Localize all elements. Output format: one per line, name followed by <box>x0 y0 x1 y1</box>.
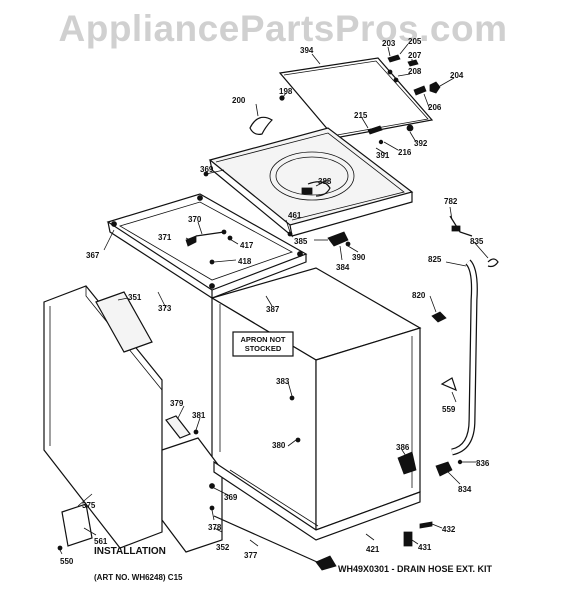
callout-215[interactable]: 215 <box>354 111 368 120</box>
drain-hose-kit-caption: WH49X0301 - DRAIN HOSE EXT. KIT <box>338 564 493 574</box>
callout-204[interactable]: 204 <box>450 71 464 80</box>
callout-431[interactable]: 431 <box>418 543 432 552</box>
callout-369-top[interactable]: 369 <box>200 165 214 174</box>
callout-418[interactable]: 418 <box>238 257 252 266</box>
installation-sheet[interactable] <box>57 503 93 551</box>
callout-387[interactable]: 387 <box>266 305 280 314</box>
callout-371[interactable]: 371 <box>158 233 172 242</box>
callout-373[interactable]: 373 <box>158 304 172 313</box>
callout-381[interactable]: 381 <box>192 411 206 420</box>
callout-421[interactable]: 421 <box>366 545 380 554</box>
apron-note-line-1: APRON NOT <box>241 335 286 344</box>
callout-417[interactable]: 417 <box>240 241 254 250</box>
leveling-rod[interactable] <box>213 515 337 571</box>
lower-front-panel[interactable] <box>161 437 223 553</box>
installation-label: INSTALLATION <box>94 546 166 557</box>
callout-377[interactable]: 377 <box>244 551 258 560</box>
callout-390[interactable]: 390 <box>352 253 366 262</box>
callout-198[interactable]: 198 <box>279 87 293 96</box>
callout-380[interactable]: 380 <box>272 441 286 450</box>
leader-lines <box>59 43 489 555</box>
top-cover[interactable] <box>208 127 414 238</box>
callout-386[interactable]: 386 <box>396 443 410 452</box>
apron-note-line-2: STOCKED <box>245 344 282 353</box>
callout-379[interactable]: 379 <box>170 399 184 408</box>
callout-370[interactable]: 370 <box>188 215 202 224</box>
callout-367[interactable]: 367 <box>86 251 100 260</box>
callout-432[interactable]: 432 <box>442 525 456 534</box>
callout-383[interactable]: 383 <box>276 377 290 386</box>
callout-559[interactable]: 559 <box>442 405 456 414</box>
trim-strip[interactable] <box>165 415 191 439</box>
callout-206[interactable]: 206 <box>428 103 442 112</box>
lid-switch[interactable] <box>301 181 331 197</box>
callout-200[interactable]: 200 <box>232 96 246 105</box>
callout-834[interactable]: 834 <box>458 485 472 494</box>
callout-825[interactable]: 825 <box>428 255 442 264</box>
callout-385[interactable]: 385 <box>294 237 308 246</box>
top-lid[interactable] <box>278 57 434 139</box>
side-insulation[interactable] <box>95 291 153 353</box>
callout-392[interactable]: 392 <box>414 139 428 148</box>
callout-836[interactable]: 836 <box>476 459 490 468</box>
base-frame[interactable] <box>106 193 308 300</box>
callout-369-bottom[interactable]: 369 <box>224 493 238 502</box>
callout-207[interactable]: 207 <box>408 51 422 60</box>
callout-384[interactable]: 384 <box>336 263 350 272</box>
base-pan[interactable] <box>213 460 421 541</box>
callout-461[interactable]: 461 <box>288 211 302 220</box>
callout-394[interactable]: 394 <box>300 46 314 55</box>
hinge-bracket[interactable] <box>327 231 351 247</box>
callout-820[interactable]: 820 <box>412 291 426 300</box>
callout-391[interactable]: 391 <box>376 151 390 160</box>
callout-782[interactable]: 782 <box>444 197 458 206</box>
callout-203[interactable]: 203 <box>382 39 396 48</box>
callout-550[interactable]: 550 <box>60 557 74 566</box>
apron-note <box>232 331 294 357</box>
callout-351[interactable]: 351 <box>128 293 142 302</box>
callout-388[interactable]: 388 <box>318 177 332 186</box>
small-hardware[interactable] <box>193 215 499 547</box>
art-number: (ART NO. WH6248) C15 <box>94 573 183 582</box>
callout-205[interactable]: 205 <box>408 37 422 46</box>
lid-hinge-parts[interactable] <box>367 54 441 145</box>
callout-561[interactable]: 561 <box>94 537 108 546</box>
callout-835[interactable]: 835 <box>470 237 484 246</box>
callout-216[interactable]: 216 <box>398 148 412 157</box>
callout-375[interactable]: 375 <box>82 501 96 510</box>
lid-handle[interactable] <box>249 95 285 135</box>
callout-352[interactable]: 352 <box>216 543 230 552</box>
drain-hose[interactable] <box>451 259 478 456</box>
watermark: AppliancePartsPros.com <box>58 8 508 49</box>
front-panel[interactable] <box>43 285 163 549</box>
callout-378[interactable]: 378 <box>208 523 222 532</box>
callout-208[interactable]: 208 <box>408 67 422 76</box>
